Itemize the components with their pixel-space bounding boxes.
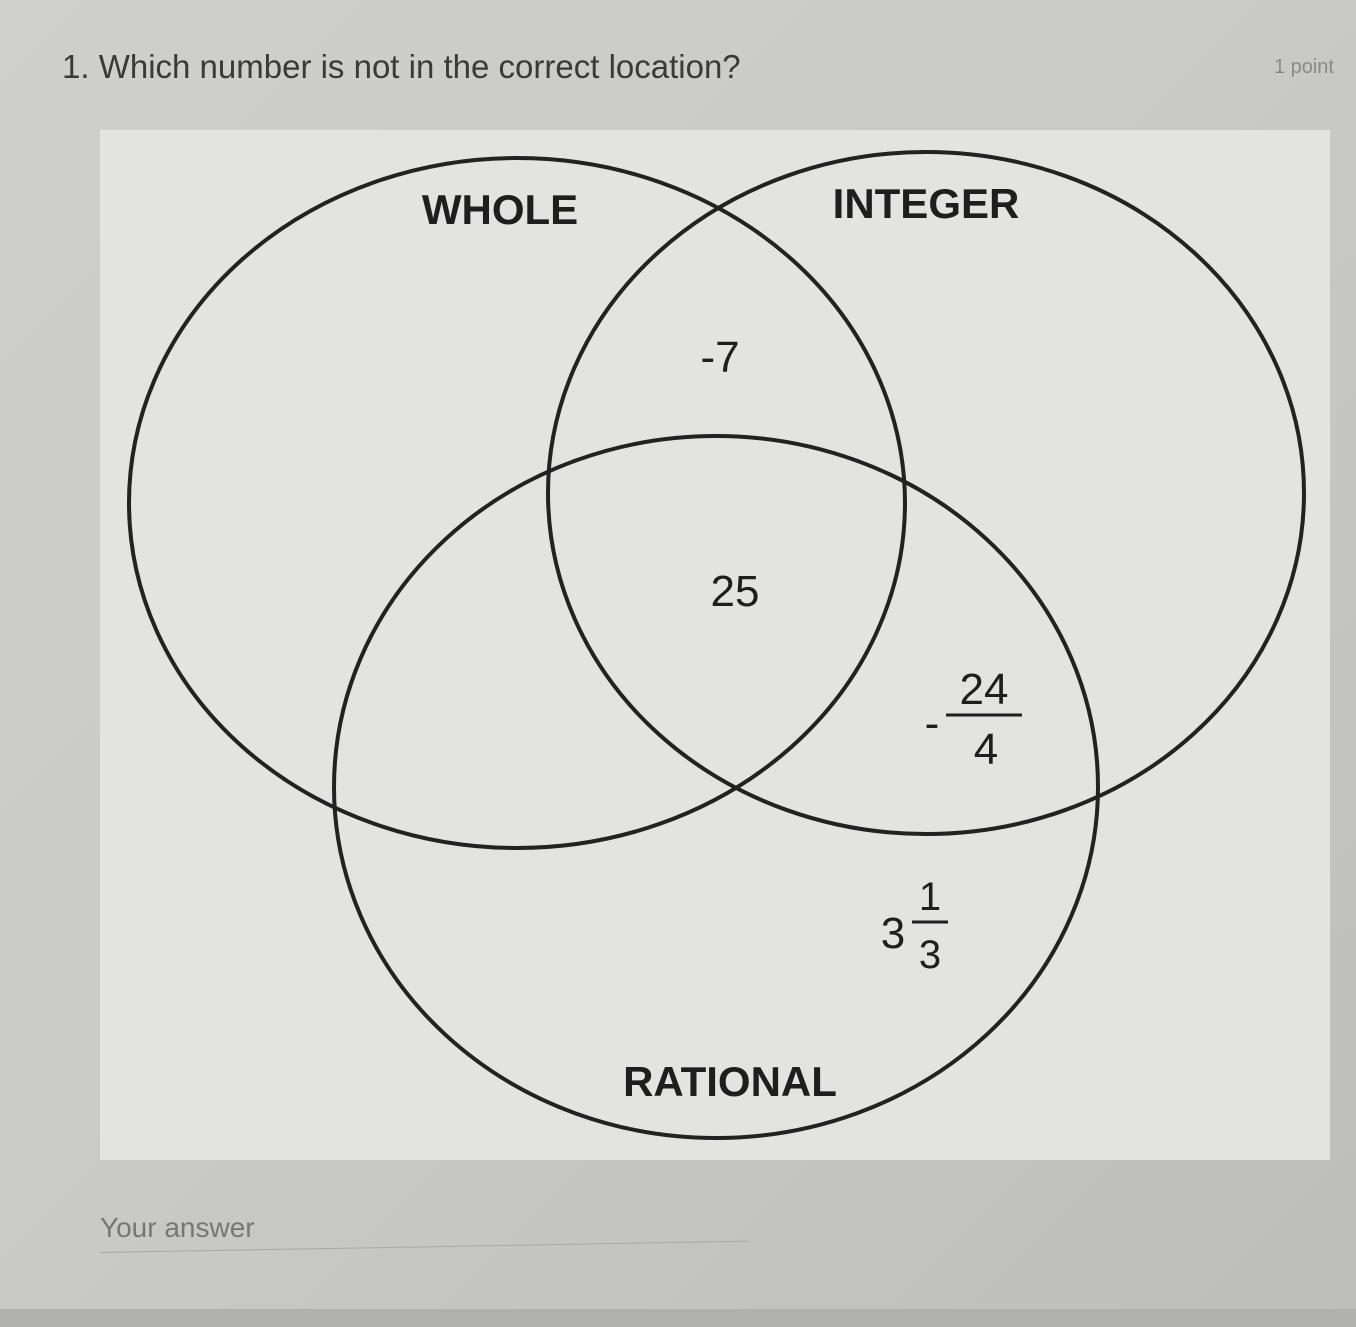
points-label: 1 point (1273, 56, 1334, 78)
fraction-numerator: 24 (960, 665, 1009, 714)
integer-set-circle (546, 150, 1306, 836)
venn-diagram-image (100, 130, 1330, 1160)
venn-diagram: WHOLE INTEGER RATIONAL -7 25 - 24 4 3 1 … (127, 150, 1306, 1140)
item-twenty-five: 25 (711, 567, 760, 616)
mixed-number-numerator: 1 (919, 875, 941, 919)
rational-set-circle (332, 434, 1100, 1140)
fraction-sign: - (925, 699, 940, 748)
fraction-denominator: 4 (974, 725, 998, 774)
answer-input[interactable]: Your answer (100, 1212, 255, 1243)
item-negative-seven: -7 (700, 333, 739, 382)
screen-bottom-edge (0, 1309, 1356, 1327)
integer-label: INTEGER (833, 180, 1020, 227)
whole-label: WHOLE (422, 186, 578, 233)
mixed-number-denominator: 3 (919, 933, 941, 977)
whole-set-circle (127, 156, 907, 850)
question-title: 1. Which number is not in the correct lo… (62, 48, 741, 85)
rational-label: RATIONAL (623, 1058, 837, 1105)
mixed-number-whole: 3 (881, 909, 905, 958)
